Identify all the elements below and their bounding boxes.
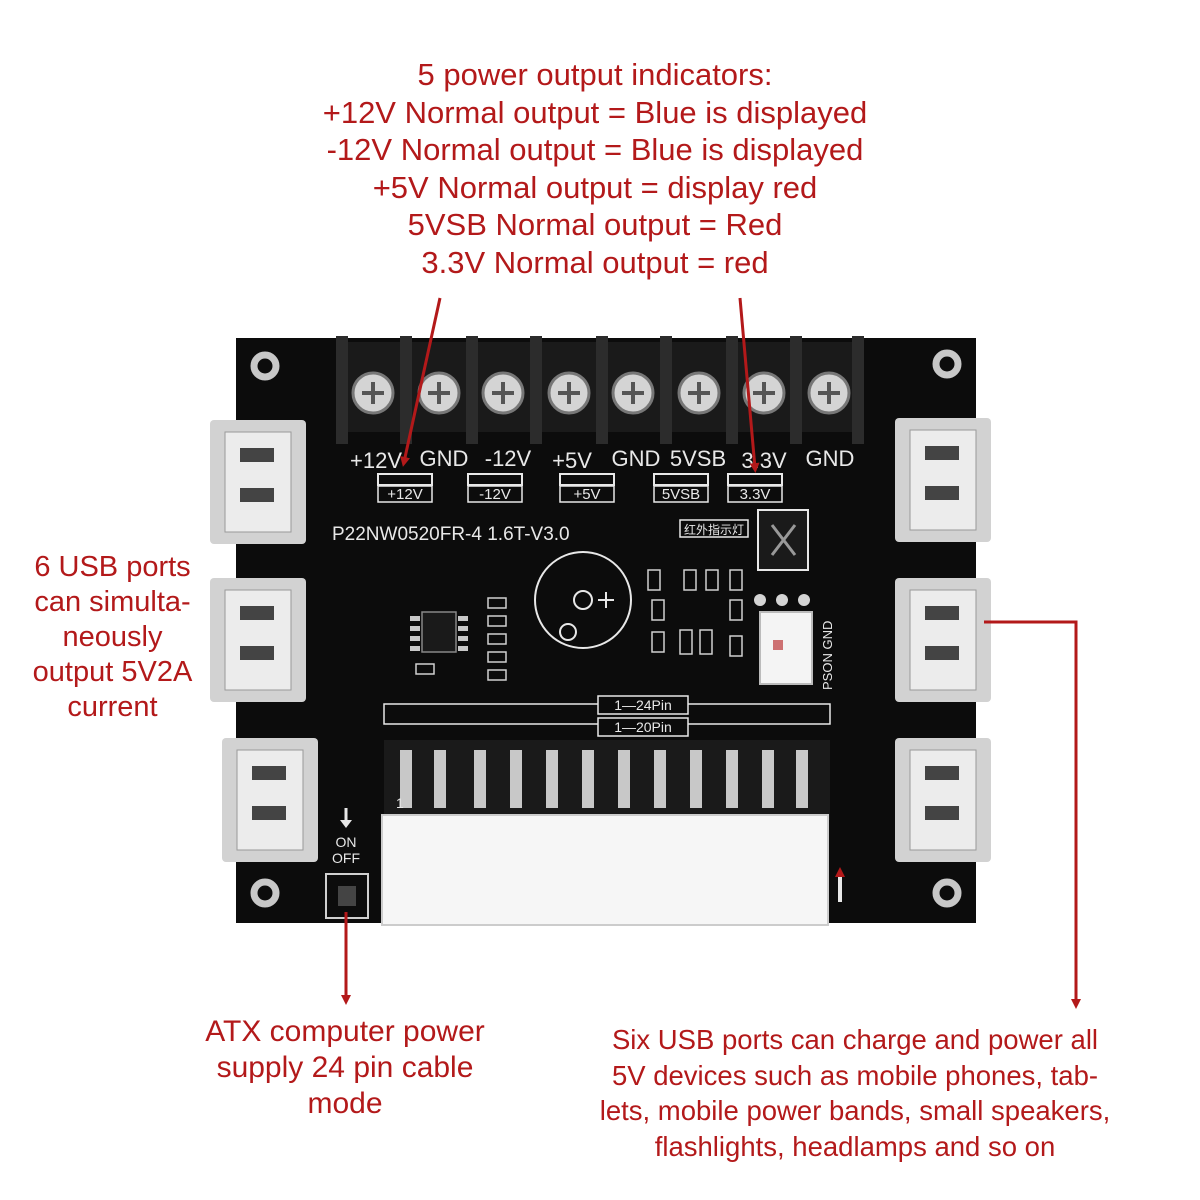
annotation-line: output 5V2A [32, 656, 193, 688]
terminal-block [336, 336, 864, 444]
usb-port [895, 578, 991, 702]
usb-port [895, 738, 991, 862]
top-annotation: 5 power output indicators: +12V Normal o… [200, 56, 990, 282]
annotation-line: 6 USB ports [34, 551, 191, 583]
usb-port [895, 418, 991, 542]
pin-number-label: 1 [396, 795, 404, 811]
led-label: -12V [479, 486, 511, 503]
annotation-line: +12V Normal output = Blue is displayed [322, 94, 868, 130]
pson-connector: PSON GND [759, 611, 835, 690]
usb-port [222, 738, 318, 862]
annotation-line: 5 power output indicators: [417, 57, 773, 92]
usb-ports-left [210, 420, 318, 862]
annotation-line: supply 24 pin cable [216, 1051, 474, 1084]
pson-label: PSON GND [820, 621, 835, 690]
annotation-line: -12V Normal output = Blue is displayed [326, 132, 864, 168]
led-label: +12V [387, 486, 422, 503]
terminal-label: +5V [552, 448, 592, 473]
usb-ports-right [895, 418, 991, 862]
terminal-label: GND [806, 446, 855, 471]
annotation-line: 5VSB Normal output = Red [407, 207, 783, 243]
terminal-label: 5VSB [670, 446, 726, 471]
annotation-line: 3.3V Normal output = red [421, 244, 769, 280]
mounting-hole [250, 351, 280, 381]
smd-components [415, 569, 743, 681]
usb-port [210, 420, 306, 544]
terminal-label: 3.3V [741, 448, 787, 473]
board-model-label: P22NW0520FR-4 1.6T-V3.0 [332, 524, 570, 545]
arrow [738, 297, 760, 473]
annotation-line: can simulta- [34, 586, 191, 618]
ic-chip [410, 611, 468, 653]
annotation-line: flashlights, headlamps and so on [654, 1130, 1056, 1162]
terminal-label: -12V [485, 446, 532, 471]
bottom-right-annotation: Six USB ports can charge and power all 5… [545, 1022, 1165, 1164]
led-label: +5V [573, 486, 600, 503]
mounting-hole [932, 349, 962, 379]
capacitor [534, 551, 632, 649]
usb-port [210, 578, 306, 702]
pin20-label: 1—20Pin [614, 719, 672, 735]
pin24-label: 1—24Pin [614, 697, 672, 713]
mounting-hole [250, 878, 280, 908]
terminal-label: GND [420, 446, 469, 471]
annotation-line: +5V Normal output = display red [372, 169, 818, 205]
annotation-line: neously [62, 621, 163, 653]
annotation-line: ATX computer power [205, 1015, 485, 1048]
annotation-line: 5V devices such as mobile phones, tab- [611, 1059, 1099, 1091]
ir-receiver: 红外指示灯 [679, 509, 810, 606]
annotation-line: lets, mobile power bands, small speakers… [599, 1095, 1111, 1126]
switch-on-label: ON [336, 834, 357, 850]
terminal-label: +12V [350, 448, 402, 473]
power-switch: ON OFF [325, 808, 369, 919]
ir-indicator-label: 红外指示灯 [684, 522, 744, 537]
annotation-line: mode [307, 1087, 383, 1120]
switch-off-label: OFF [332, 850, 360, 866]
led-label: 5VSB [662, 486, 700, 503]
annotation-arrows [341, 297, 1081, 1009]
arrow [400, 297, 442, 467]
annotation-line: current [67, 691, 158, 723]
arrow [984, 620, 1081, 1009]
left-annotation: 6 USB ports can simulta- neously output … [10, 550, 215, 725]
mounting-hole [932, 878, 962, 908]
power-indicators: +12V -12V +5V 5VSB 3.3V [377, 473, 783, 503]
atx-24pin-connector: 1—24Pin 1—20Pin 1 [381, 695, 845, 926]
annotation-line: Six USB ports can charge and power all [611, 1024, 1099, 1055]
led-label: 3.3V [740, 486, 771, 503]
bottom-left-annotation: ATX computer power supply 24 pin cable m… [150, 1014, 540, 1122]
mounting-holes [250, 349, 962, 908]
terminal-label: GND [612, 446, 661, 471]
